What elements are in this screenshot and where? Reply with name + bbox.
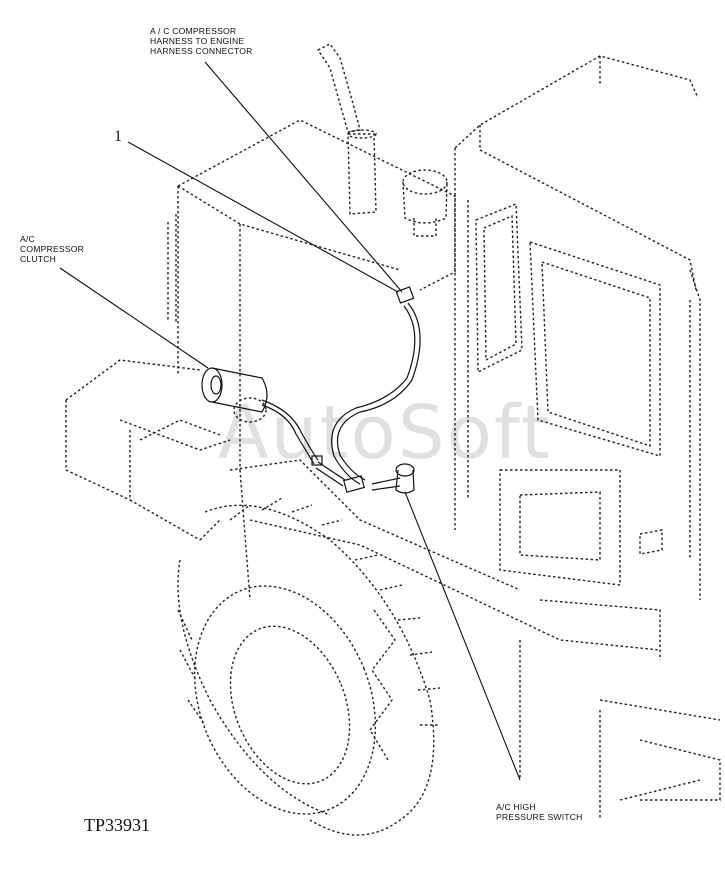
leader-compressor-clutch bbox=[59, 267, 209, 369]
harness-connector bbox=[311, 286, 415, 493]
ac-compressor bbox=[201, 367, 268, 423]
air-intake-cap bbox=[402, 169, 448, 237]
compressor-clutch-label: A/C COMPRESSOR CLUTCH bbox=[20, 234, 85, 264]
engine-hood bbox=[167, 119, 456, 601]
exhaust-stack bbox=[316, 43, 377, 215]
callout-number-1: 1 bbox=[114, 128, 122, 145]
operator-cab bbox=[454, 55, 701, 600]
figure-id: TP33931 bbox=[84, 815, 151, 835]
front-tire bbox=[177, 497, 441, 836]
high-pressure-switch-label: A/C HIGH PRESSURE SWITCH bbox=[496, 802, 583, 822]
wiring-harness bbox=[261, 302, 421, 491]
harness-connector-label: A / C COMPRESSOR HARNESS TO ENGINE HARNE… bbox=[150, 26, 253, 56]
leader-lines bbox=[59, 61, 521, 781]
fender-and-frame bbox=[65, 359, 721, 820]
leader-harness-connector bbox=[204, 61, 403, 293]
watermark: AutoSoft bbox=[218, 390, 552, 476]
leader-pressure-switch bbox=[404, 491, 521, 781]
leader-callout-1 bbox=[127, 141, 399, 293]
